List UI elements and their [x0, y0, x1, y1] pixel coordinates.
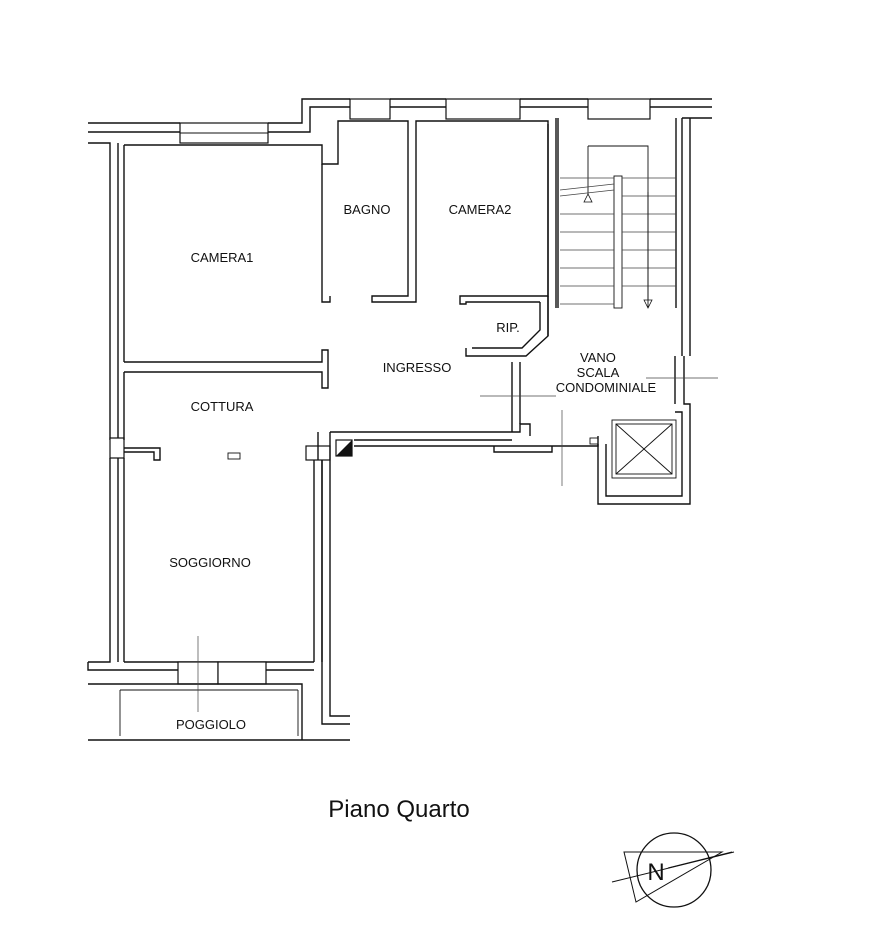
label-scala: SCALA [577, 365, 620, 380]
label-poggiolo: POGGIOLO [176, 717, 246, 732]
staircase [559, 145, 676, 309]
plan-title: Piano Quarto [328, 796, 469, 823]
label-vano: VANO [580, 350, 616, 365]
label-cottura: COTTURA [191, 399, 254, 414]
balcony [88, 683, 350, 741]
section-lines [197, 377, 718, 712]
room-labels: CAMERA1 BAGNO CAMERA2 RIP. INGRESSO VANO… [169, 202, 656, 732]
label-condominiale: CONDOMINIALE [556, 380, 657, 395]
label-bagno: BAGNO [344, 202, 391, 217]
label-rip: RIP. [496, 320, 520, 335]
label-camera1: CAMERA1 [191, 250, 254, 265]
interior-walls [87, 118, 677, 725]
label-ingresso: INGRESSO [383, 360, 452, 375]
label-camera2: CAMERA2 [449, 202, 512, 217]
north-label: N [647, 859, 664, 886]
label-soggiorno: SOGGIORNO [169, 555, 251, 570]
north-arrow-icon: N [611, 832, 735, 908]
elevator [589, 419, 677, 479]
outer-walls [88, 98, 712, 663]
